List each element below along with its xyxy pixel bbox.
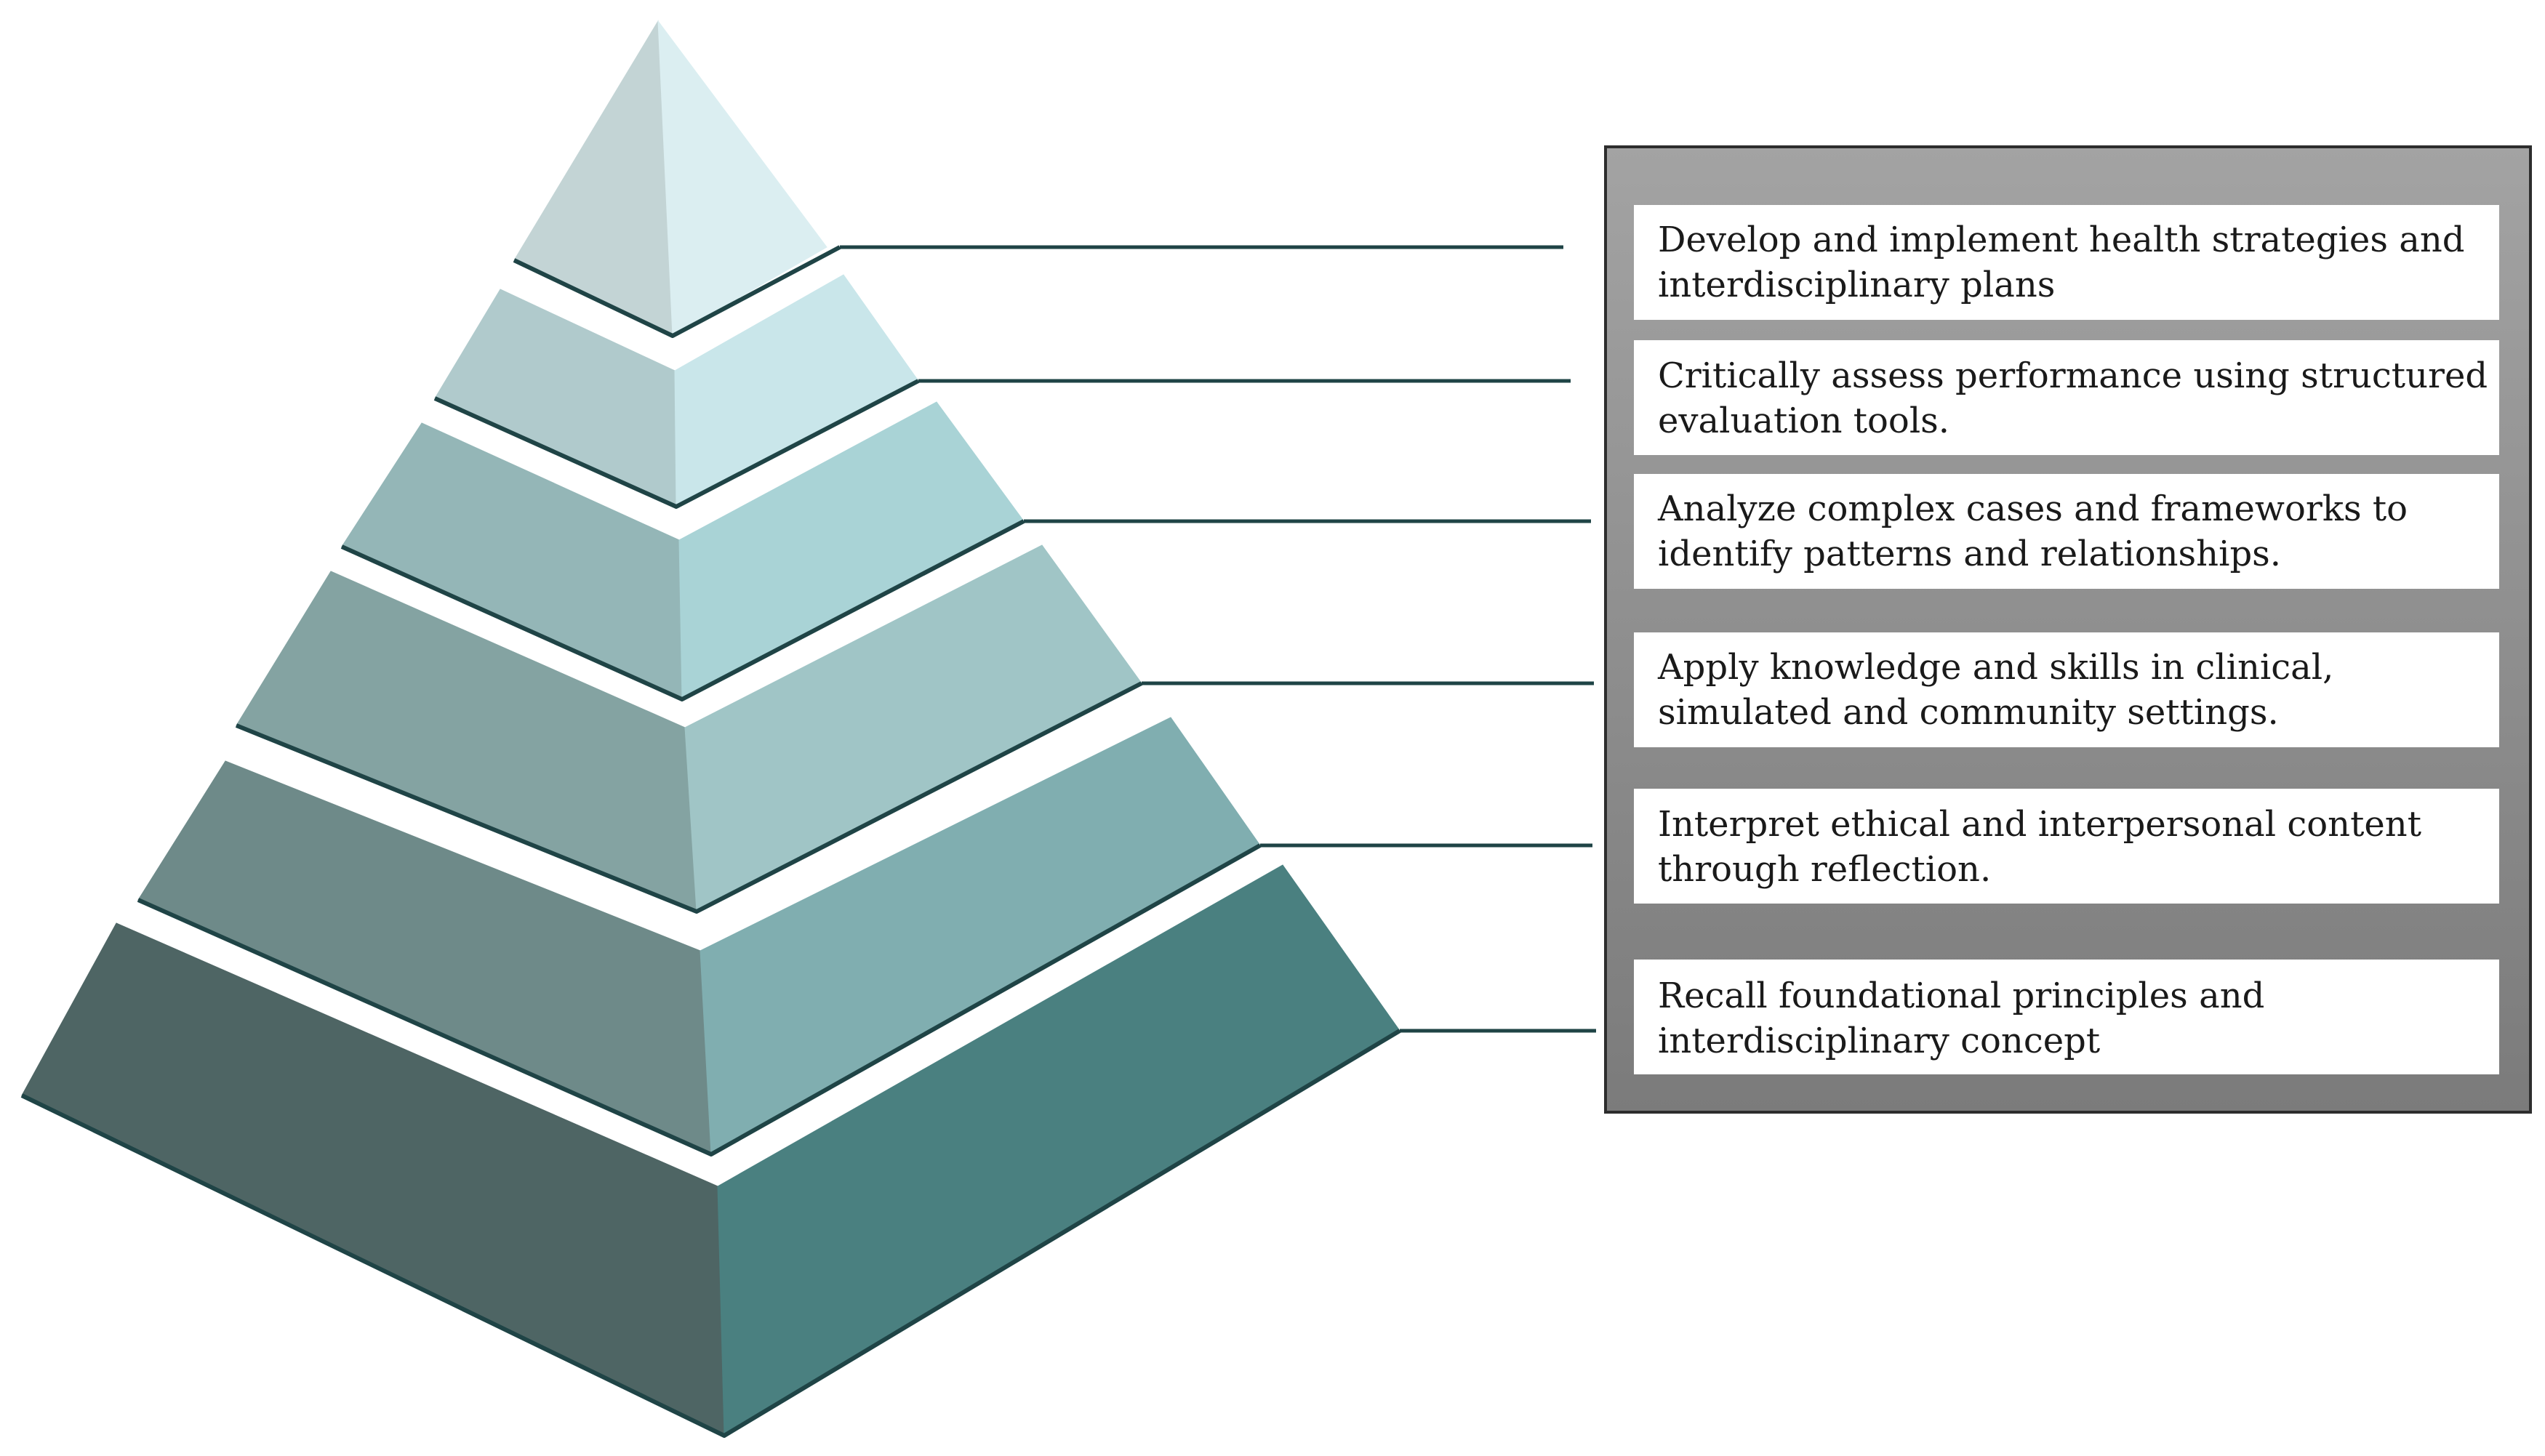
- pyramid-level-1: [513, 20, 841, 338]
- objective-card-6: Recall foundational principles and inter…: [1634, 960, 2499, 1074]
- objective-card-4-box: [1634, 632, 2499, 747]
- objective-card-2-line-2: evaluation tools.: [1658, 401, 1949, 441]
- connector-lines: [840, 245, 1596, 1033]
- objective-card-1-line-1: Develop and implement health strategies …: [1658, 220, 2464, 260]
- objective-card-5-line-2: through reflection.: [1658, 849, 1991, 890]
- objective-card-5-line-1: Interpret ethical and interpersonal cont…: [1658, 804, 2421, 845]
- objective-card-2: Critically assess performance using stru…: [1634, 340, 2499, 455]
- objective-card-6-line-1: Recall foundational principles and: [1658, 976, 2264, 1016]
- level-4-bottom-edge: [235, 681, 1143, 914]
- objective-card-3-line-1: Analyze complex cases and frameworks to: [1657, 488, 2408, 529]
- pyramid: [20, 20, 1401, 1438]
- objective-card-5: Interpret ethical and interpersonal cont…: [1634, 789, 2499, 904]
- objective-card-1: Develop and implement health strategies …: [1634, 205, 2499, 320]
- objective-card-2-line-1: Critically assess performance using stru…: [1658, 355, 2488, 396]
- objective-card-1-line-2: interdisciplinary plans: [1658, 265, 2055, 305]
- objectives-panel: Develop and implement health strategies …: [1604, 145, 2532, 1114]
- pyramid-level-2: [433, 274, 920, 509]
- objective-card-4: Apply knowledge and skills in clinical, …: [1634, 632, 2499, 747]
- level-2-bottom-edge: [433, 379, 920, 509]
- objective-card-6-box: [1634, 960, 2499, 1074]
- objective-card-3-box: [1634, 474, 2499, 589]
- objective-card-3-line-2: identify patterns and relationships.: [1658, 534, 2281, 574]
- objective-card-4-line-2: simulated and community settings.: [1658, 692, 2279, 733]
- objective-card-3: Analyze complex cases and frameworks to …: [1634, 474, 2499, 589]
- pyramid-level-5: [137, 717, 1262, 1157]
- objective-card-6-line-2: interdisciplinary concept: [1658, 1021, 2100, 1061]
- pyramid-level-6: [20, 864, 1401, 1438]
- objective-card-4-line-1: Apply knowledge and skills in clinical,: [1657, 647, 2333, 688]
- level-1-bottom-edge: [513, 245, 841, 338]
- level-1-right-face: [657, 20, 827, 337]
- level-6-bottom-edge: [20, 1029, 1401, 1438]
- pyramid-level-3: [340, 401, 1025, 701]
- level-3-bottom-edge: [340, 519, 1025, 701]
- level-1-left-face: [513, 20, 673, 337]
- level-5-bottom-edge: [137, 843, 1262, 1157]
- objective-card-2-box: [1634, 340, 2499, 455]
- objective-card-1-box: [1634, 205, 2499, 320]
- pyramid-level-4: [235, 544, 1143, 914]
- objective-card-5-box: [1634, 789, 2499, 904]
